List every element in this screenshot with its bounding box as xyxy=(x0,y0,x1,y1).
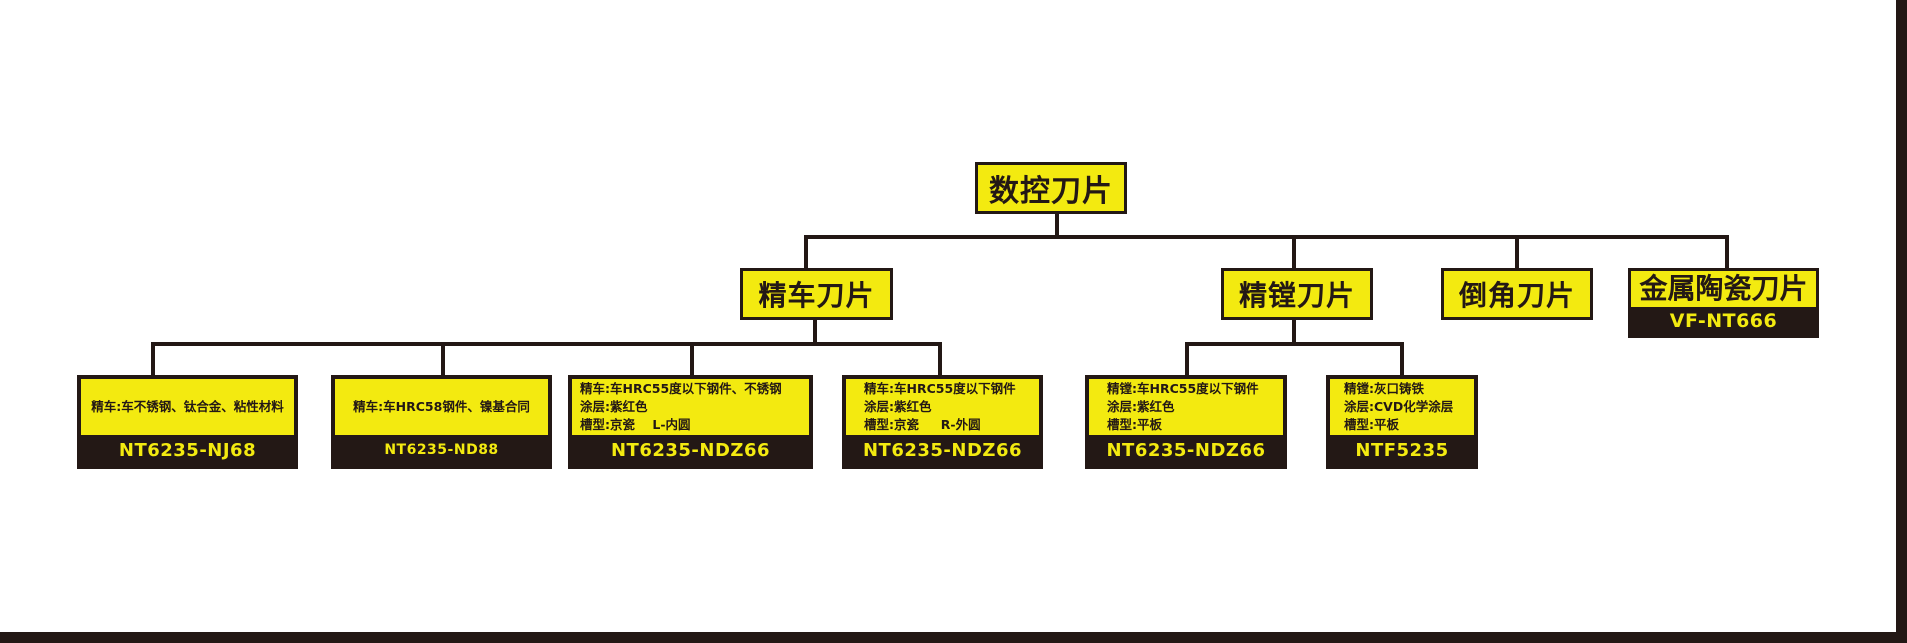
product-code: NT6235-NDZ66 xyxy=(862,439,1023,461)
category-chamfer: 倒角刀片 xyxy=(1441,268,1593,320)
connector xyxy=(1400,342,1404,377)
spec-line: 精车:车HRC58钢件、镍基合同 xyxy=(353,399,530,414)
right-edge-bar xyxy=(1896,0,1907,643)
bottom-edge-bar xyxy=(0,632,1907,643)
spec-line: 槽型:京瓷 R-外圆 xyxy=(864,417,981,432)
spec-line: 槽型:平板 xyxy=(1107,417,1162,432)
spec-line: 涂层:紫红色 xyxy=(864,399,932,414)
connector xyxy=(1515,235,1519,270)
connector xyxy=(1185,342,1189,377)
category-finish-turning: 精车刀片 xyxy=(740,268,893,320)
connector xyxy=(1185,342,1404,346)
category-label: 倒角刀片 xyxy=(1458,279,1575,312)
connector xyxy=(1292,317,1296,345)
product-code: VF-NT666 xyxy=(1669,310,1778,332)
spec-line: 槽型:平板 xyxy=(1344,417,1399,432)
root-node: 数控刀片 xyxy=(975,162,1127,214)
connector xyxy=(804,235,808,270)
product-code: NT6235-NJ68 xyxy=(118,439,257,461)
connector xyxy=(151,342,942,346)
spec-line: 精车:车HRC55度以下钢件 xyxy=(864,381,1016,396)
spec-line: 涂层:紫红色 xyxy=(580,399,648,414)
spec-line: 槽型:京瓷 L-内圆 xyxy=(580,417,691,432)
category-label: 金属陶瓷刀片 xyxy=(1639,272,1808,305)
connector xyxy=(1725,235,1729,270)
category-label: 精镗刀片 xyxy=(1238,279,1355,312)
connector xyxy=(151,342,155,377)
category-label: 精车刀片 xyxy=(758,279,875,312)
leaf-card: 精车:车HRC55度以下钢件涂层:紫红色槽型:京瓷 R-外圆 NT6235-ND… xyxy=(842,375,1043,469)
connector xyxy=(938,342,942,377)
connector xyxy=(690,342,694,377)
spec-line: 精车:车HRC55度以下钢件、不锈钢 xyxy=(580,381,782,396)
leaf-card: 精车:车HRC55度以下钢件、不锈钢涂层:紫红色槽型:京瓷 L-内圆 NT623… xyxy=(568,375,813,469)
category-finish-boring: 精镗刀片 xyxy=(1221,268,1373,320)
leaf-card: 精镗:车HRC55度以下钢件涂层:紫红色槽型:平板 NT6235-NDZ66 xyxy=(1085,375,1287,469)
connector xyxy=(441,342,445,377)
product-code: NT6235-NDZ66 xyxy=(610,439,771,461)
connector xyxy=(813,317,817,345)
connector xyxy=(804,235,1729,239)
leaf-card: 精车:车不锈钢、钛合金、粘性材料 NT6235-NJ68 xyxy=(77,375,298,469)
spec-line: 精镗:灰口铸铁 xyxy=(1344,381,1424,396)
leaf-card: 精车:车HRC58钢件、镍基合同 NT6235-ND88 xyxy=(331,375,552,469)
category-cermet: 金属陶瓷刀片 VF-NT666 xyxy=(1628,268,1819,338)
connector xyxy=(1055,211,1059,239)
leaf-card: 精镗:灰口铸铁涂层:CVD化学涂层槽型:平板 NTF5235 xyxy=(1326,375,1478,469)
product-code: NTF5235 xyxy=(1355,439,1449,461)
spec-line: 涂层:紫红色 xyxy=(1107,399,1175,414)
root-label: 数控刀片 xyxy=(989,174,1113,209)
connector xyxy=(1292,235,1296,270)
spec-line: 精车:车不锈钢、钛合金、粘性材料 xyxy=(91,399,284,414)
spec-line: 涂层:CVD化学涂层 xyxy=(1344,399,1454,414)
product-code: NT6235-NDZ66 xyxy=(1106,439,1266,461)
product-code: NT6235-ND88 xyxy=(384,442,499,458)
spec-line: 精镗:车HRC55度以下钢件 xyxy=(1107,381,1259,396)
